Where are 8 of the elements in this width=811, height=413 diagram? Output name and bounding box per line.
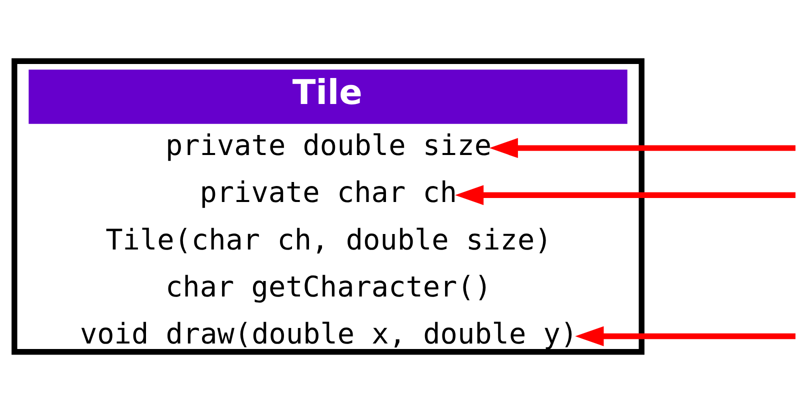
node-text: Tile(char ch, double size) (106, 223, 552, 256)
arrow (454, 185, 796, 206)
node-text: private char ch (200, 176, 458, 210)
arrow (489, 138, 796, 158)
node-text: void draw(double x, double y) (80, 317, 578, 350)
node-text: private double size (166, 129, 492, 162)
node-text: char getCharacter() (166, 270, 492, 304)
arrow (575, 326, 796, 346)
